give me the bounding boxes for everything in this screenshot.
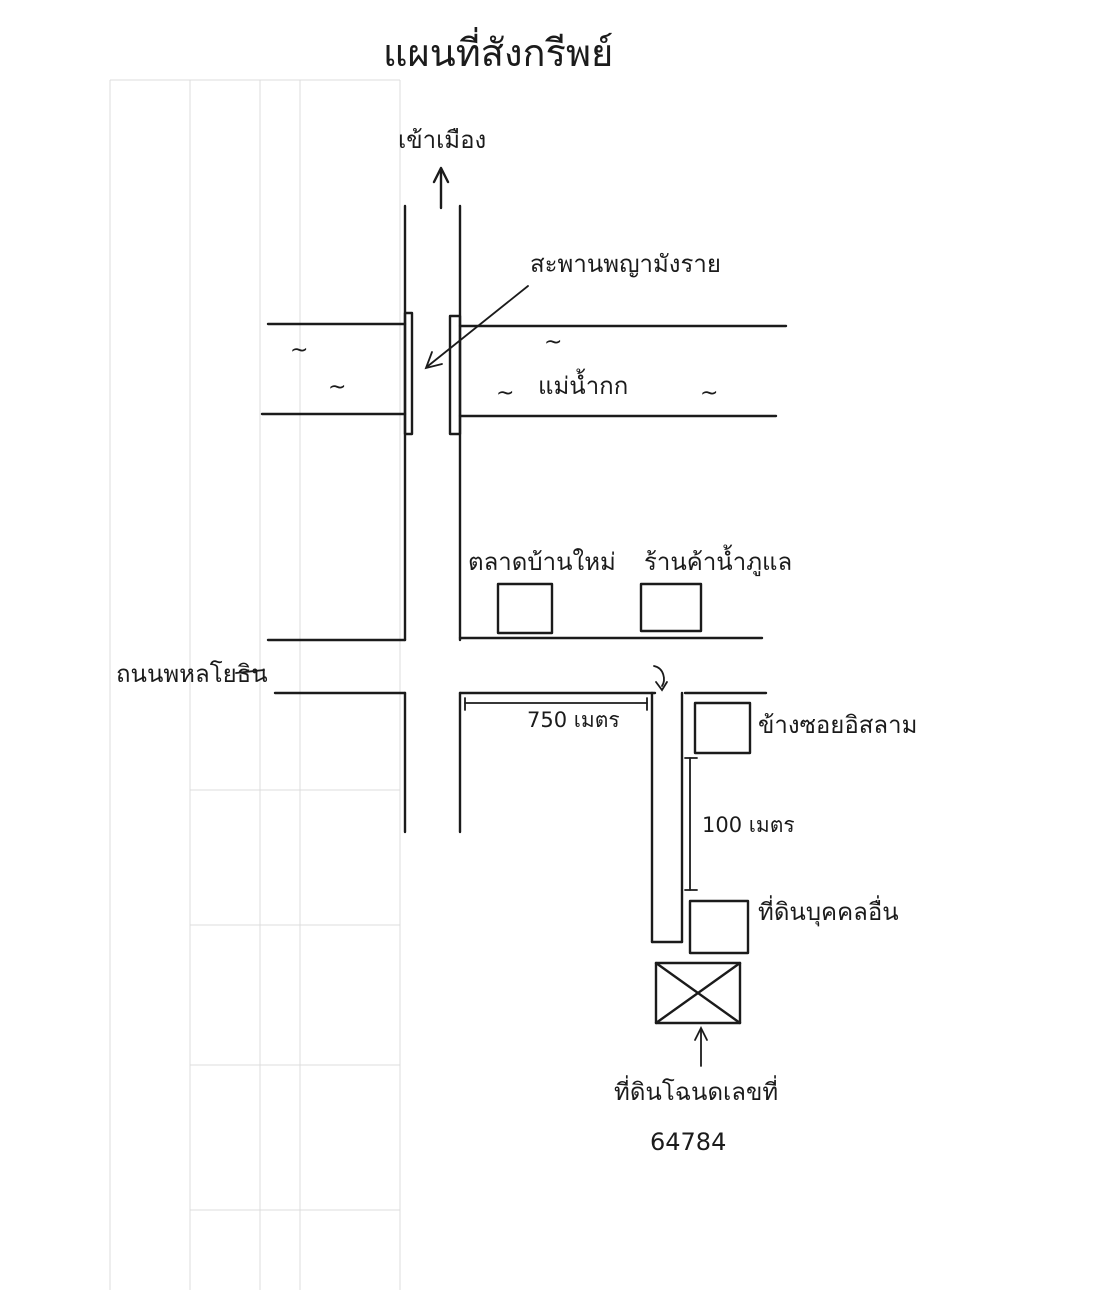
river-banks bbox=[260, 322, 788, 418]
map-title: แผนที่สังกรีพย์ bbox=[383, 27, 613, 75]
deed-label: ที่ดินโฉนดเลขที่ bbox=[614, 1075, 778, 1106]
wave-mark: ~ bbox=[496, 381, 514, 406]
to-city-arrow-icon bbox=[432, 166, 450, 210]
shop-label: ร้านค้าน้ำภูแล bbox=[644, 544, 792, 577]
wave-mark: ~ bbox=[290, 338, 308, 363]
wave-mark: ~ bbox=[328, 375, 346, 400]
distance-750-label: 750 เมตร bbox=[527, 708, 620, 732]
show-through-grid bbox=[109, 79, 401, 1290]
near-soi-building bbox=[693, 701, 752, 755]
cross-road bbox=[266, 636, 768, 695]
to-city-label: เข้าเมือง bbox=[398, 126, 486, 154]
distance-100-label: 100 เมตร bbox=[702, 813, 795, 837]
side-road bbox=[650, 691, 684, 944]
subject-land-plot bbox=[654, 961, 742, 1025]
river-label: แม่น้ำกก bbox=[538, 368, 628, 400]
wave-mark: ~ bbox=[700, 381, 718, 406]
distance-750-marker bbox=[464, 697, 648, 711]
other-land-label: ที่ดินบุคคลอื่น bbox=[758, 895, 899, 927]
other-land-plot bbox=[688, 899, 750, 955]
bridge-label: สะพานพญามังราย bbox=[530, 250, 721, 278]
market-building bbox=[496, 582, 554, 635]
river-waves: ~ ~ ~ ~ ~ bbox=[290, 330, 718, 406]
distance-100-marker bbox=[684, 757, 698, 891]
main-road-vertical bbox=[403, 204, 462, 834]
wave-mark: ~ bbox=[544, 330, 562, 355]
market-label: ตลาดบ้านใหม่ bbox=[468, 548, 616, 576]
near-soi-label: ข้างซอยอิสลาม bbox=[758, 711, 917, 739]
turn-arrow-icon bbox=[653, 665, 668, 692]
deed-number: 64784 bbox=[650, 1128, 726, 1156]
road-label-leader bbox=[235, 669, 265, 674]
road-label: ถนนพหลโยธิน bbox=[116, 660, 268, 688]
bridge-rails bbox=[403, 311, 462, 436]
shop-building bbox=[639, 582, 703, 633]
subject-land-arrow-icon bbox=[694, 1025, 708, 1067]
